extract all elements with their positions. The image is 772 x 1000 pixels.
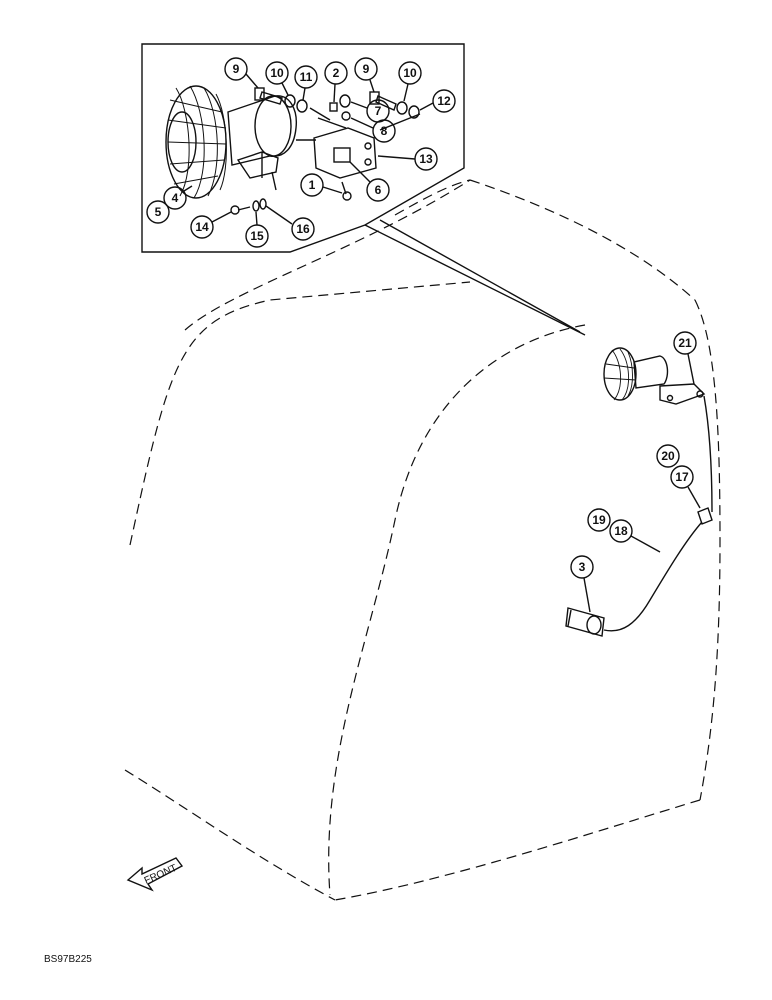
callout-14: 14: [190, 211, 232, 239]
svg-text:7: 7: [375, 104, 382, 118]
svg-text:16: 16: [296, 222, 310, 236]
svg-text:8: 8: [381, 124, 388, 138]
callout-20: 20: [656, 444, 680, 468]
svg-text:18: 18: [614, 524, 628, 538]
inset-hardware: [230, 87, 421, 215]
cab-mounted-lamp: [603, 347, 713, 513]
callout-15: 15: [245, 211, 269, 248]
callout-5: 5: [146, 200, 170, 224]
cab-harness: [565, 507, 713, 637]
svg-text:21: 21: [678, 336, 692, 350]
svg-text:5: 5: [155, 205, 162, 219]
inset-work-lamp: [165, 85, 297, 199]
callout-17: 17: [670, 465, 701, 509]
callout-8: 8: [350, 117, 396, 143]
drawing-number: BS97B225: [44, 954, 92, 965]
callout-9-right: 9: [354, 57, 378, 93]
svg-text:FRONT: FRONT: [143, 863, 179, 887]
svg-text:9: 9: [363, 62, 370, 76]
svg-text:15: 15: [250, 229, 264, 243]
callout-6: 6: [349, 161, 390, 202]
cab-outline: [124, 179, 721, 901]
inset-bracket: [296, 117, 377, 179]
callout-16: 16: [265, 205, 315, 241]
svg-text:11: 11: [300, 70, 313, 84]
callout-9-left: 9: [224, 57, 259, 89]
callout-10-right: 10: [398, 61, 422, 102]
svg-text:4: 4: [172, 191, 179, 205]
svg-text:17: 17: [675, 470, 689, 484]
callout-11: 11: [294, 65, 318, 101]
callout-1: 1: [300, 173, 343, 197]
svg-text:14: 14: [195, 220, 209, 234]
callout-18: 18: [609, 519, 661, 553]
callout-3: 3: [570, 555, 594, 613]
svg-text:10: 10: [403, 66, 417, 80]
svg-text:9: 9: [233, 62, 240, 76]
svg-text:19: 19: [592, 513, 606, 527]
svg-text:20: 20: [661, 449, 675, 463]
callout-21: 21: [673, 331, 697, 385]
svg-text:6: 6: [375, 183, 382, 197]
callout-13: 13: [377, 147, 438, 171]
callout-7: 7: [350, 99, 390, 123]
svg-text:10: 10: [270, 66, 284, 80]
callout-12: 12: [419, 89, 456, 113]
callout-4: 4: [163, 185, 193, 210]
svg-text:13: 13: [419, 152, 433, 166]
svg-text:3: 3: [579, 560, 586, 574]
callout-2: 2: [324, 61, 348, 103]
callout-10-left: 10: [265, 61, 289, 96]
callout-19: 19: [587, 508, 611, 532]
callouts: 9 10 11 2 9 10 12: [146, 57, 701, 613]
front-direction-arrow: FRONT: [126, 857, 184, 892]
detail-inset-box: [141, 43, 586, 336]
svg-text:2: 2: [333, 66, 340, 80]
svg-text:1: 1: [309, 178, 316, 192]
svg-text:12: 12: [437, 94, 451, 108]
